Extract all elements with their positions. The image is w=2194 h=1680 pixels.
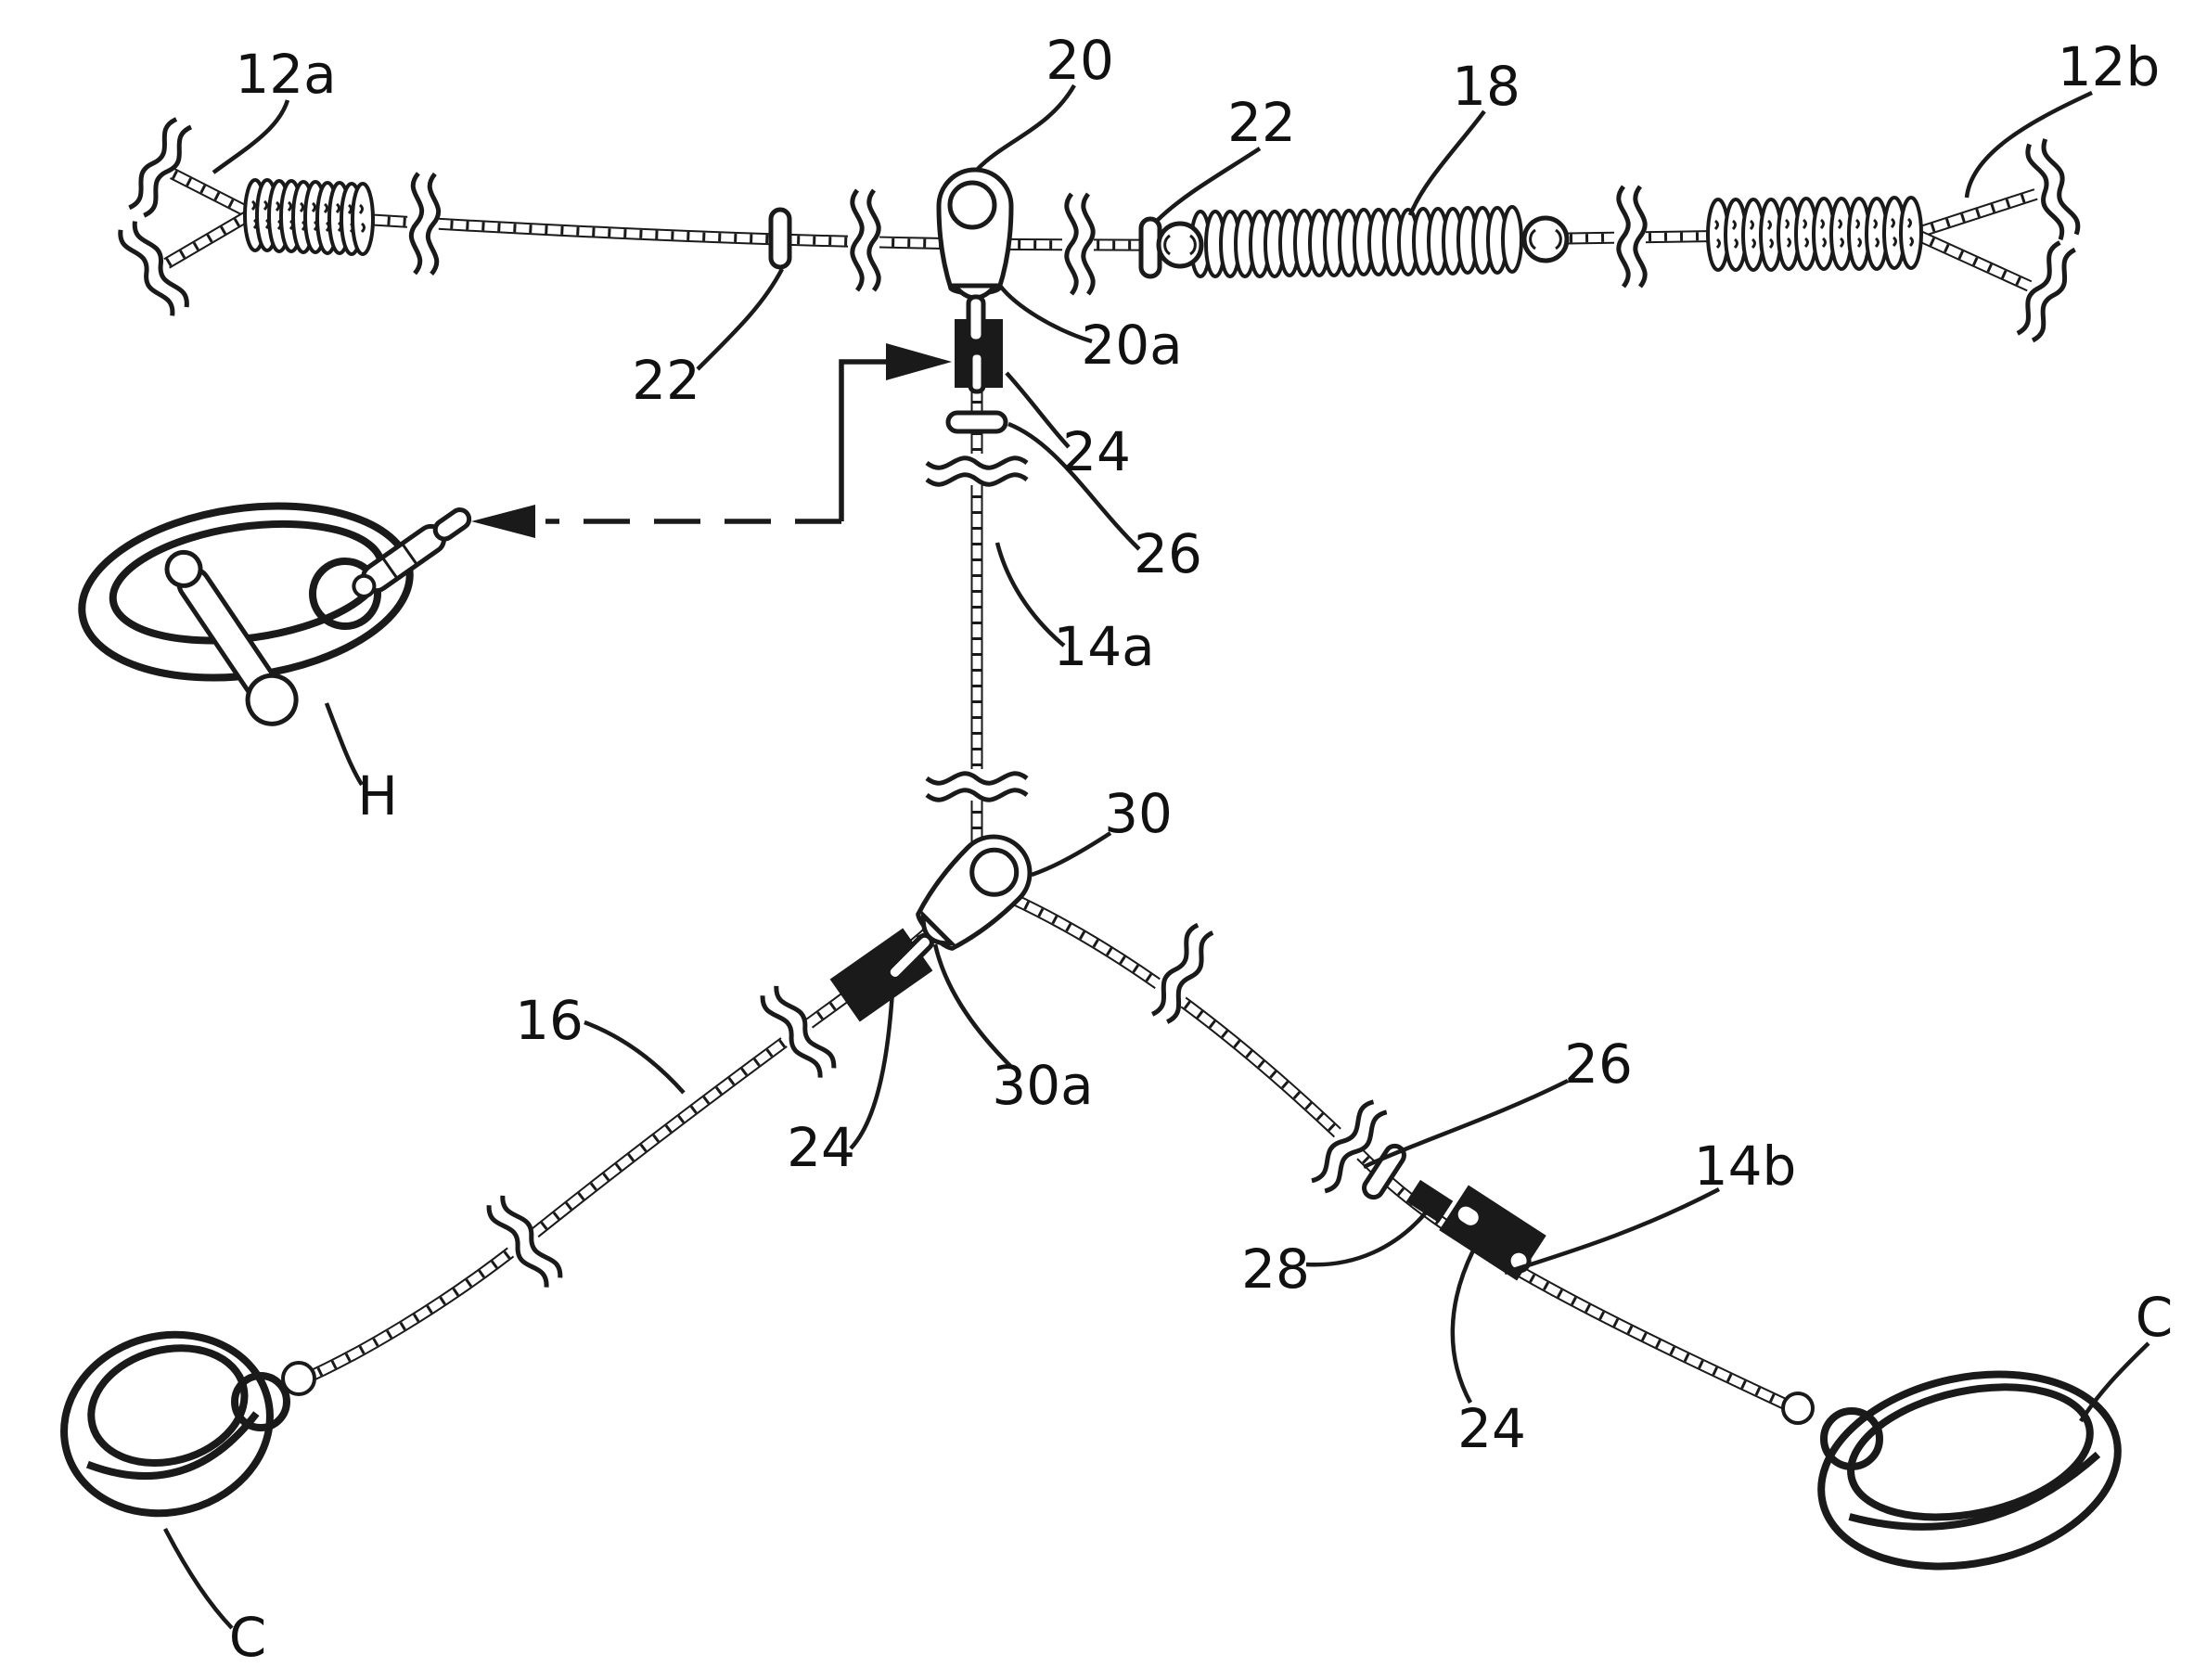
label-24-top: 24 (1062, 420, 1131, 483)
rope-eyelet-left (281, 1361, 316, 1396)
label-22-left: 22 (632, 349, 700, 412)
leader-lines (163, 83, 2150, 1630)
crimp-28 (1405, 1179, 1454, 1224)
crimp-24-right (1439, 1185, 1546, 1281)
shackle-pin (164, 549, 299, 726)
pointer-elbow-line (839, 359, 886, 521)
rope-eyelet-right (1781, 1391, 1815, 1425)
label-30a: 30a (992, 1054, 1093, 1117)
label-18: 18 (1452, 55, 1520, 118)
arrow-right-icon (886, 343, 952, 380)
wrapped-coil-12a (243, 178, 375, 256)
reference-labels: 12a 20 22 18 12b 22 20a 24 26 14a H 30 3… (229, 29, 2174, 1669)
label-26-top: 26 (1134, 522, 1202, 585)
swivel-30-eye (969, 847, 1020, 897)
label-c-right: C (2136, 1286, 2174, 1349)
label-20a: 20a (1081, 314, 1182, 377)
label-24-right: 24 (1457, 1397, 1526, 1460)
label-c-left: C (229, 1606, 267, 1669)
label-14a: 14a (1053, 615, 1154, 678)
swivel-20-eye (947, 180, 997, 230)
label-12a: 12a (235, 43, 336, 106)
swivel-30 (885, 834, 1033, 981)
link-ring-right (1820, 1407, 1883, 1470)
shock-coil-18 (1189, 205, 1523, 278)
arrow-left-icon (471, 505, 535, 538)
break-marks (112, 115, 2081, 1293)
crimp-24-top-rope-slot (968, 350, 986, 394)
bead-stop-22-left (771, 210, 789, 267)
label-12b: 12b (2058, 35, 2161, 98)
detail-pointer (471, 343, 952, 538)
label-30: 30 (1104, 782, 1173, 845)
label-20: 20 (1046, 29, 1114, 92)
snap-clip (352, 507, 472, 598)
swivel-30-stem-30a (885, 932, 934, 981)
link-ring-left (231, 1372, 290, 1431)
wrapped-coil-12b (1706, 196, 1923, 272)
label-24-left: 24 (787, 1116, 855, 1179)
label-22-right: 22 (1227, 91, 1296, 154)
hardware-h-assembly (78, 502, 472, 726)
connector-ring (309, 558, 381, 630)
toggle-ring-left (1159, 224, 1201, 266)
toggle-ring-right (1524, 218, 1567, 261)
label-h: H (357, 764, 398, 827)
swivel-20-stem-20a (966, 294, 986, 344)
collar-ring-c-right (1817, 1370, 2122, 1571)
label-16: 16 (515, 989, 584, 1052)
label-26-right: 26 (1564, 1032, 1633, 1096)
swivel-20 (936, 167, 1014, 301)
label-14b: 14b (1694, 1135, 1797, 1198)
label-28: 28 (1241, 1238, 1310, 1301)
bead-stop-26-top (948, 413, 1006, 431)
